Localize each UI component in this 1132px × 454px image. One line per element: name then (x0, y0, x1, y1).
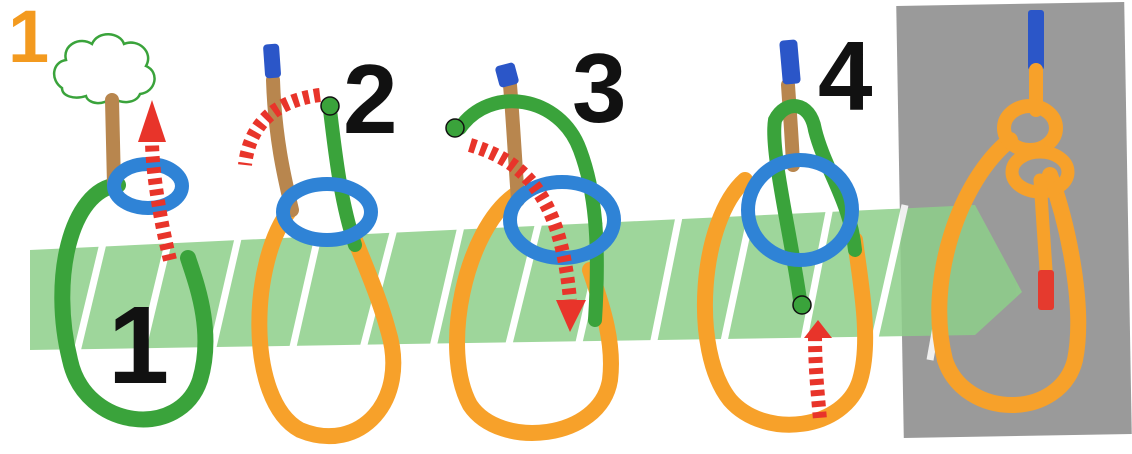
step-number-2: 2 (343, 44, 398, 154)
snake-head-icon (321, 97, 339, 115)
step-number-3: 3 (572, 33, 627, 143)
step-number-4: 4 (818, 21, 873, 131)
step-number-1: 1 (108, 284, 169, 407)
arrow-band (30, 205, 1022, 360)
tree-icon (54, 34, 154, 103)
figure-label: 1 (8, 0, 49, 78)
snake-head-icon (446, 119, 464, 137)
step-1: 1 (54, 34, 205, 419)
snake-head-icon (793, 296, 811, 314)
